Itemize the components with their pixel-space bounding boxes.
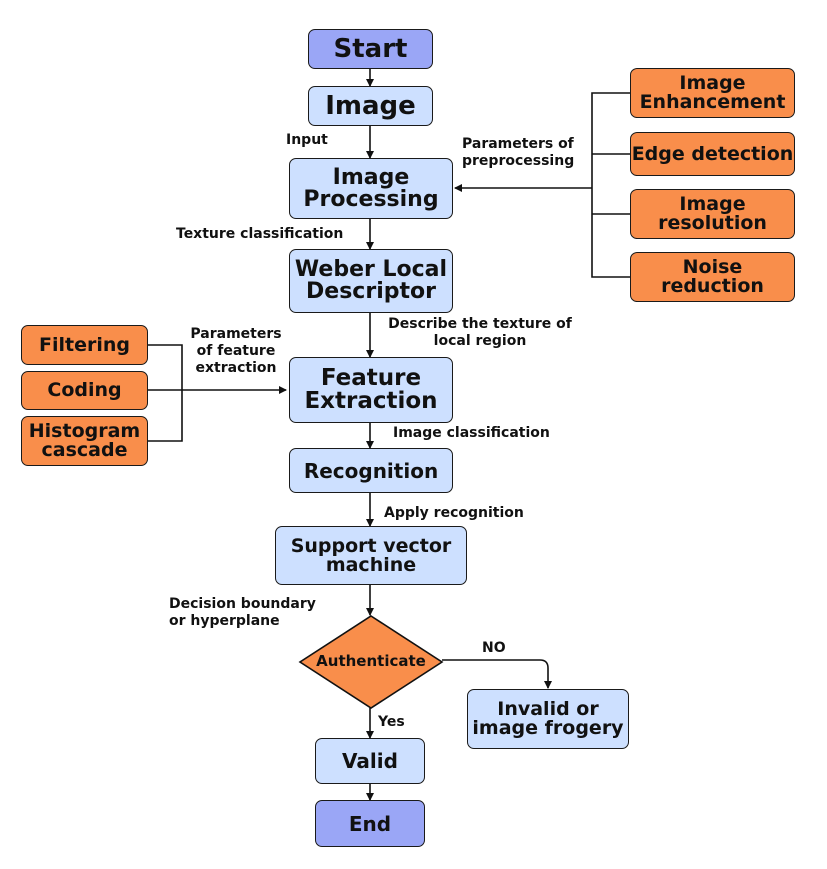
invalid-node: Invalid or image frogery: [467, 689, 629, 749]
label-apply-recognition: Apply recognition: [384, 505, 524, 521]
label-input: Input: [286, 132, 328, 148]
end-node: End: [315, 800, 425, 847]
recognition-node: Recognition: [289, 448, 453, 493]
authenticate-label: Authenticate: [316, 652, 426, 670]
image-processing-node: Image Processing: [289, 158, 453, 219]
label-params-feature: Parameters of feature extraction: [190, 326, 282, 376]
label-yes: Yes: [378, 714, 405, 730]
image-node: Image: [308, 86, 433, 126]
preprocessing-item-image-enhancement: Image Enhancement: [630, 68, 795, 118]
preprocessing-item-image-resolution: Image resolution: [630, 189, 795, 239]
feature-param-filtering: Filtering: [21, 325, 148, 365]
feature-extraction-node: Feature Extraction: [289, 357, 453, 423]
weber-local-descriptor-node: Weber Local Descriptor: [289, 249, 453, 313]
authenticate-diamond: [298, 615, 444, 709]
preprocessing-item-noise-reduction: Noise reduction: [630, 252, 795, 302]
start-node: Start: [308, 29, 433, 69]
feature-param-coding: Coding: [21, 371, 148, 410]
label-image-classification: Image classification: [393, 425, 550, 441]
feature-param-histogram-cascade: Histogram cascade: [21, 416, 148, 466]
support-vector-machine-node: Support vector machine: [275, 526, 467, 585]
label-decision-boundary: Decision boundary or hyperplane: [169, 596, 316, 629]
feature-bracket: [148, 344, 183, 442]
label-describe-texture: Describe the texture of local region: [388, 316, 572, 349]
label-no: NO: [482, 640, 506, 656]
valid-node: Valid: [315, 738, 425, 784]
preprocessing-bracket: [591, 92, 630, 278]
label-params-preprocessing: Parameters of preprocessing: [462, 136, 575, 169]
arrow-authenticate-invalid: [442, 659, 552, 689]
label-texture-classification: Texture classification: [176, 226, 344, 242]
preprocessing-item-edge-detection: Edge detection: [630, 132, 795, 176]
